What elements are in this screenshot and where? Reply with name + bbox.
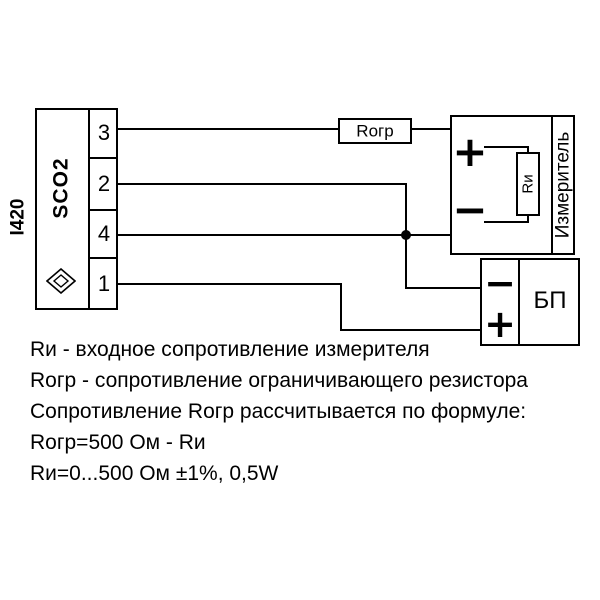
meter-input-resistor-box: [516, 152, 540, 216]
sensor-terminal-separator-2: [88, 209, 118, 211]
limit-resistor-box: Rогр: [338, 118, 412, 144]
meter-wire-minus-to-ri: [484, 221, 529, 223]
sensor-model-label: I420: [7, 198, 29, 236]
meter-box: [450, 115, 575, 255]
sensor-terminal-separator-1: [88, 157, 118, 159]
sensor-terminal-separator-3: [88, 257, 118, 259]
limit-resistor-label: Rогр: [356, 121, 394, 141]
sensor-terminal-3: 3: [97, 120, 111, 145]
wire-terminal2-horizontal: [118, 183, 407, 185]
sensor-cert-diamond-icon: [46, 268, 76, 294]
sensor-terminal-1: 1: [97, 271, 111, 296]
wire-junction-to-psu-minus: [405, 287, 480, 289]
note-ri-definition: Rи - входное сопротивление измерителя: [30, 338, 430, 361]
meter-wire-plus-to-ri: [484, 146, 529, 148]
junction-dot: [401, 230, 411, 240]
wire-to-psu-plus: [340, 329, 480, 331]
note-formula-intro: Сопротивление Rогр рассчитывается по фор…: [30, 400, 527, 423]
note-rogr-definition: Rогр - сопротивление ограничивающего рез…: [30, 369, 528, 392]
wire-terminal4-to-meter-minus: [118, 234, 450, 236]
note-formula: Rогр=500 Ом - Rи: [30, 431, 206, 454]
meter-input-resistor-label: Rи: [519, 174, 537, 194]
sensor-name-label: SCO2: [49, 157, 73, 219]
note-ri-range: Rи=0...500 Ом ±1%, 0,5W: [30, 462, 279, 485]
psu-divider: [518, 258, 520, 346]
wire-terminal3-to-meter-plus: [118, 128, 450, 130]
psu-box: [480, 258, 580, 346]
wire-terminal1-vertical: [340, 283, 342, 331]
meter-wire-plus-drop: [527, 146, 529, 154]
meter-plus-sign: +: [452, 127, 488, 176]
meter-label-divider: [551, 115, 553, 255]
meter-minus-sign: −: [452, 185, 488, 234]
wire-terminal1-horizontal: [118, 283, 342, 285]
psu-minus-sign: −: [484, 261, 516, 305]
sensor-terminal-2: 2: [97, 171, 111, 196]
meter-label: Измеритель: [552, 131, 574, 239]
psu-plus-sign: +: [484, 302, 516, 346]
psu-label: БП: [533, 287, 567, 314]
sensor-terminal-4: 4: [97, 221, 111, 246]
meter-wire-minus-rise: [527, 214, 529, 223]
